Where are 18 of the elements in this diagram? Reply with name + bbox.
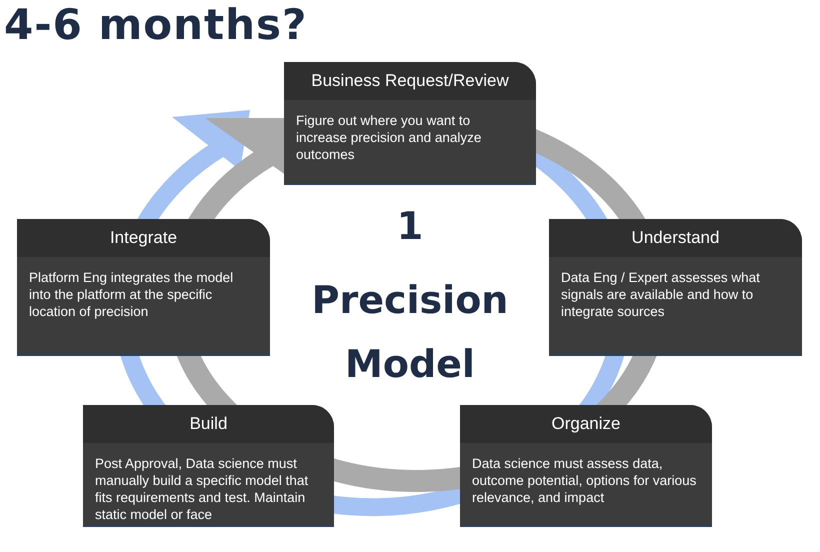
step-heading: Understand [549,219,802,257]
step-heading: Business Request/Review [284,62,536,100]
step-card [83,405,334,527]
step-description: Data Eng / Expert assesses what signals are available and how to integrate sources [560,269,761,321]
step-heading: Integrate [17,219,270,257]
center-label: 1 [396,203,424,250]
center-label: Precision Model [310,277,510,388]
step-description: Data science must assess data, outcome potential, options for various relevance, and impact [471,455,698,507]
step-card [17,219,270,356]
title: 4-6 months? [4,0,308,49]
step-description: Figure out where you want to increase precision and analyze outcomes [295,112,482,164]
step-description: Post Approval, Data science must manually build a specific model that fits requirements and test. Maintain static model or face [94,455,310,524]
step-card [549,219,802,356]
step-description: Platform Eng integrates the model into the platform at the specific location of precision [28,269,234,321]
step-heading: Build [83,405,334,443]
step-card [284,62,536,185]
step-card [460,405,712,527]
step-heading: Organize [460,405,712,443]
